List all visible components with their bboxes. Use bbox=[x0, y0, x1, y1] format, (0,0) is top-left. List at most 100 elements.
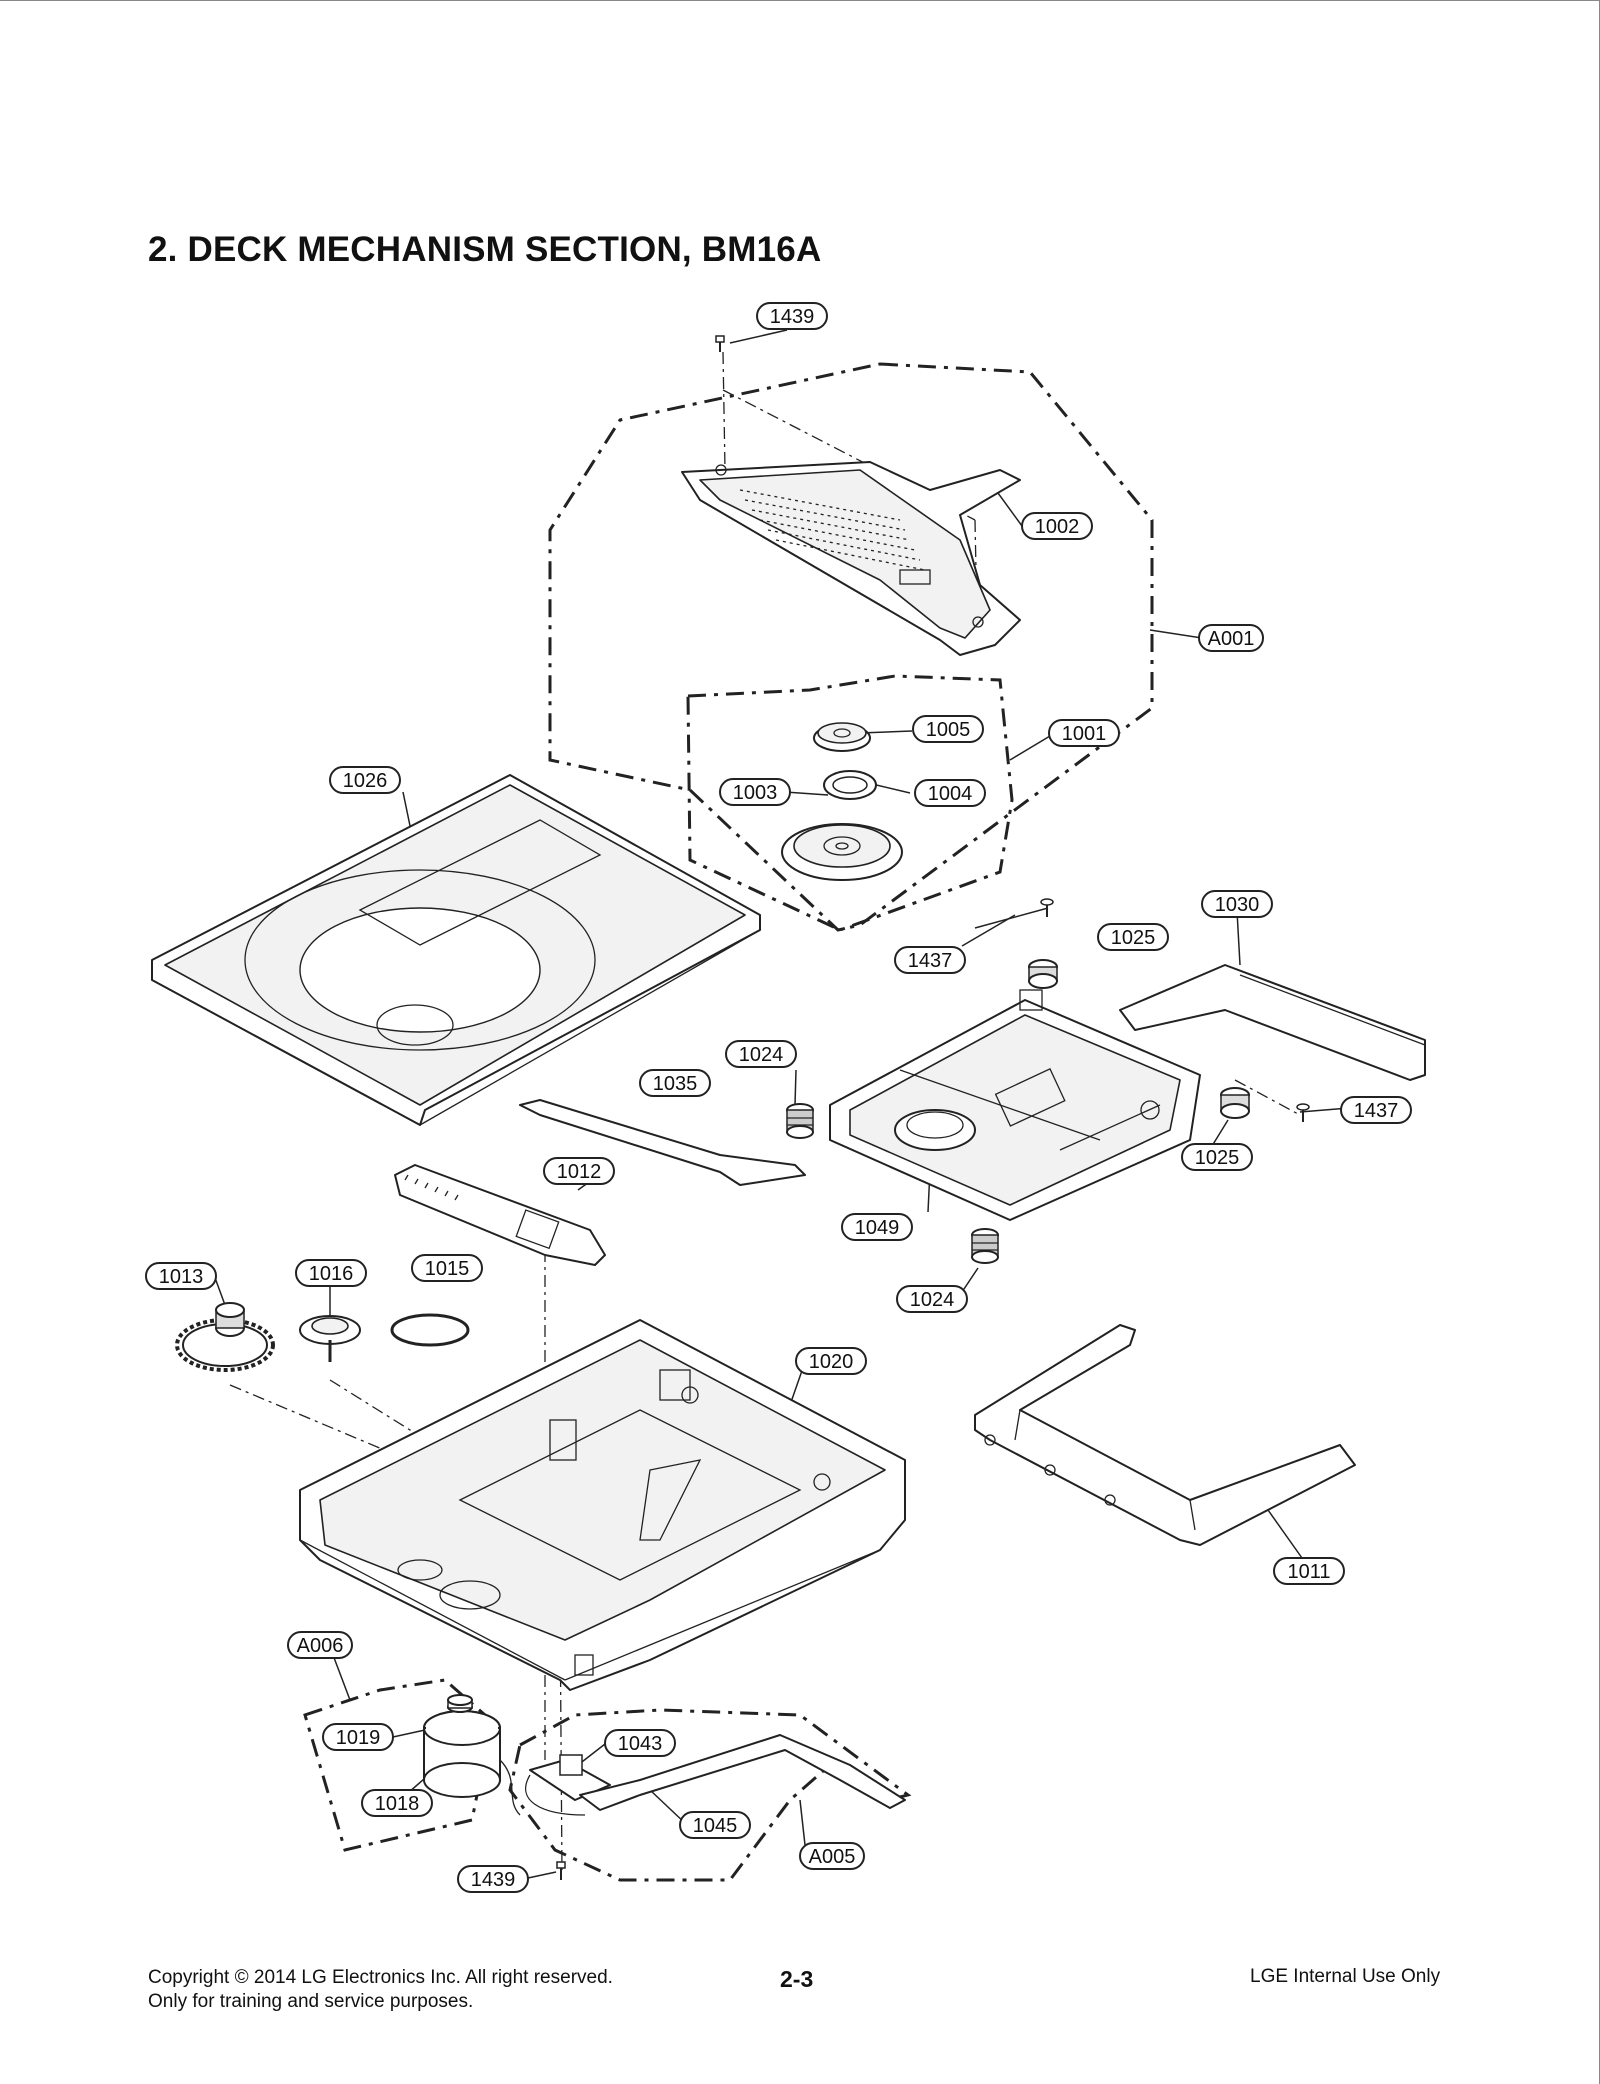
callout-1024-bottom: 1024 bbox=[896, 1285, 968, 1313]
screw-1439-top bbox=[715, 335, 725, 352]
part-1004-ring bbox=[823, 770, 877, 800]
part-1015-belt bbox=[390, 1313, 470, 1347]
part-1018-loading-motor bbox=[423, 1710, 521, 1816]
svg-text:A006: A006 bbox=[297, 1635, 344, 1657]
projection-line bbox=[722, 351, 726, 471]
damper-1024-bottom bbox=[971, 1228, 999, 1264]
callout-1002: 1002 bbox=[1021, 512, 1093, 540]
page-number: 2-3 bbox=[780, 1966, 814, 1992]
callout-1001: 1001 bbox=[1048, 719, 1120, 747]
svg-text:1003: 1003 bbox=[733, 782, 778, 804]
part-1035-ffc-cable bbox=[519, 1099, 806, 1186]
svg-text:1013: 1013 bbox=[159, 1266, 204, 1288]
callout-1437-top: 1437 bbox=[894, 946, 966, 974]
callout-1030: 1030 bbox=[1201, 890, 1273, 918]
svg-text:A005: A005 bbox=[809, 1846, 856, 1868]
damper-1025-right bbox=[1220, 1087, 1250, 1119]
part-1049-traverse-mechanism bbox=[829, 989, 1201, 1221]
screw-1437-right bbox=[1296, 1103, 1310, 1122]
internal-use-notice: LGE Internal Use Only bbox=[1250, 1966, 1441, 1987]
callout-1437-right: 1437 bbox=[1340, 1096, 1412, 1124]
svg-text:1025: 1025 bbox=[1195, 1147, 1240, 1169]
part-1043-switch-pcb bbox=[529, 1754, 611, 1801]
svg-text:1043: 1043 bbox=[618, 1733, 663, 1755]
damper-1025-top bbox=[1028, 959, 1058, 989]
svg-text:A001: A001 bbox=[1208, 628, 1255, 650]
svg-text:1439: 1439 bbox=[770, 306, 815, 328]
svg-text:1437: 1437 bbox=[908, 950, 953, 972]
part-1019-motor-pulley bbox=[447, 1694, 473, 1713]
svg-text:1026: 1026 bbox=[343, 770, 388, 792]
footer-copyright: Copyright © 2014 LG Electronics Inc. All… bbox=[148, 1966, 613, 2014]
part-1030-ffc-cable bbox=[1119, 964, 1426, 1081]
svg-text:1035: 1035 bbox=[653, 1073, 698, 1095]
callout-1003: 1003 bbox=[719, 778, 791, 806]
svg-text:1016: 1016 bbox=[309, 1263, 354, 1285]
svg-text:1012: 1012 bbox=[557, 1161, 602, 1183]
svg-text:1024: 1024 bbox=[739, 1044, 784, 1066]
group-1001-boundary bbox=[686, 674, 1014, 932]
callout-1004: 1004 bbox=[914, 779, 986, 807]
callout-a006: A006 bbox=[287, 1631, 353, 1659]
svg-text:1024: 1024 bbox=[910, 1289, 955, 1311]
part-1002-clamp-plate bbox=[681, 461, 1021, 656]
svg-text:1011: 1011 bbox=[1287, 1561, 1330, 1583]
svg-text:1005: 1005 bbox=[926, 719, 971, 741]
svg-text:1030: 1030 bbox=[1215, 894, 1260, 916]
callout-a005: A005 bbox=[799, 1842, 865, 1870]
svg-text:1015: 1015 bbox=[425, 1258, 470, 1280]
callout-1013: 1013 bbox=[145, 1262, 217, 1290]
copyright-line-1: Copyright © 2014 LG Electronics Inc. All… bbox=[148, 1967, 613, 1988]
damper-1024-left bbox=[786, 1103, 814, 1139]
callout-1439-bottom: 1439 bbox=[457, 1865, 529, 1893]
part-1020-main-base bbox=[299, 1319, 906, 1691]
callout-1439-top: 1439 bbox=[756, 302, 828, 330]
callout-1016: 1016 bbox=[295, 1259, 367, 1287]
callout-1024-top: 1024 bbox=[725, 1040, 797, 1068]
callout-1011: 1011 bbox=[1273, 1557, 1345, 1585]
callout-1018: 1018 bbox=[361, 1789, 433, 1817]
callout-1026: 1026 bbox=[329, 766, 401, 794]
svg-text:1004: 1004 bbox=[928, 783, 973, 805]
callout-1043: 1043 bbox=[604, 1729, 676, 1757]
part-1026-disc-tray bbox=[151, 774, 761, 1126]
callout-1005: 1005 bbox=[912, 715, 984, 743]
callout-a001: A001 bbox=[1198, 624, 1264, 652]
part-1016-pulley-gear bbox=[299, 1315, 361, 1362]
svg-text:1018: 1018 bbox=[375, 1793, 420, 1815]
part-1003-clamper bbox=[781, 823, 903, 881]
part-1045-cable bbox=[525, 1734, 906, 1816]
part-1005-magnet-holder bbox=[813, 722, 871, 752]
projection-line bbox=[559, 1599, 563, 1876]
svg-text:1437: 1437 bbox=[1354, 1100, 1399, 1122]
svg-text:1045: 1045 bbox=[693, 1815, 738, 1837]
callout-1035: 1035 bbox=[639, 1069, 711, 1097]
svg-text:1002: 1002 bbox=[1035, 516, 1080, 538]
svg-text:1019: 1019 bbox=[336, 1727, 381, 1749]
callout-1012: 1012 bbox=[543, 1157, 615, 1185]
callout-1025-top: 1025 bbox=[1097, 923, 1169, 951]
callout-1049: 1049 bbox=[841, 1213, 913, 1241]
screw-1439-bottom bbox=[556, 1861, 566, 1880]
copyright-line-2: Only for training and service purposes. bbox=[148, 1991, 474, 2012]
part-1011-side-frame bbox=[974, 1324, 1356, 1546]
screw-1437-top bbox=[1040, 898, 1054, 917]
page-title: 2. DECK MECHANISM SECTION, BM16A bbox=[148, 230, 822, 269]
callout-1019: 1019 bbox=[322, 1723, 394, 1751]
part-1012-slider-rack bbox=[394, 1164, 606, 1266]
svg-text:1025: 1025 bbox=[1111, 927, 1156, 949]
group-a001-boundary bbox=[548, 362, 1154, 932]
group-a005-boundary bbox=[508, 1708, 912, 1882]
callout-1045: 1045 bbox=[679, 1811, 751, 1839]
callout-1020: 1020 bbox=[795, 1347, 867, 1375]
callout-1025-right: 1025 bbox=[1181, 1143, 1253, 1171]
svg-text:1049: 1049 bbox=[855, 1217, 900, 1239]
projection-line bbox=[229, 1384, 421, 1466]
callout-1015: 1015 bbox=[411, 1254, 483, 1282]
page-top-border bbox=[0, 0, 1600, 1]
svg-text:1020: 1020 bbox=[809, 1351, 854, 1373]
part-1013-gear bbox=[175, 1302, 275, 1372]
projection-line bbox=[1234, 1079, 1301, 1116]
projection-line bbox=[329, 1379, 419, 1436]
